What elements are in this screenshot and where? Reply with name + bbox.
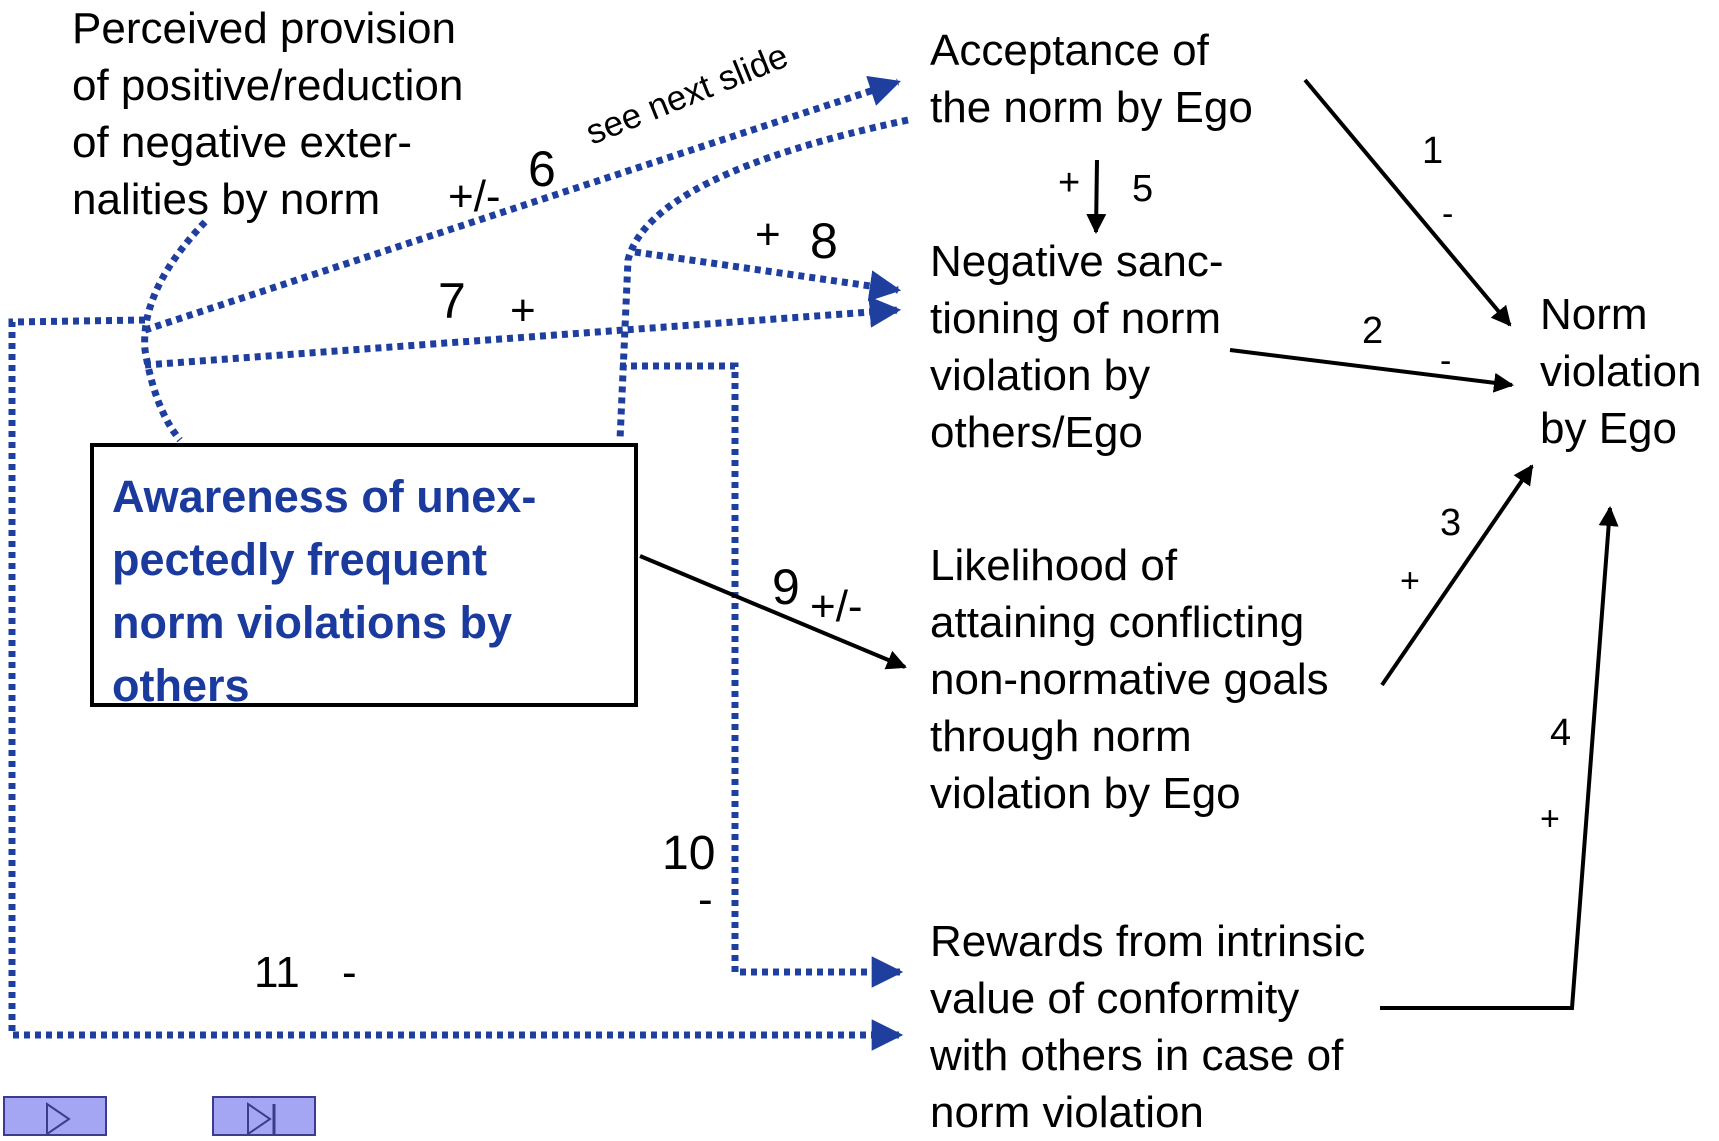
link-11-frame	[8, 316, 904, 1051]
edge-label-8-number: 8	[810, 213, 838, 269]
annotation-see-next-slide: see next slide	[580, 36, 793, 152]
link-6	[143, 75, 901, 334]
link-5	[1086, 159, 1107, 234]
edge-label-5-sign: +	[1058, 162, 1081, 204]
next-slide-button[interactable]	[3, 1096, 107, 1136]
node-awareness-of-violations: Awareness of unex- pectedly frequent nor…	[90, 443, 638, 711]
link-1	[1303, 78, 1512, 327]
node-negative-sanctioning: Negative sanc- tioning of norm violation…	[930, 237, 1224, 457]
edge-label-1-number: 1	[1422, 130, 1444, 172]
edge-label-4-number: 4	[1550, 712, 1572, 754]
edge-label-4-sign: +	[1540, 800, 1560, 838]
link-7	[144, 296, 902, 369]
edge-label-7-number: 7	[438, 273, 466, 329]
play-icon	[46, 1102, 71, 1136]
node-perceived-externalities: Perceived provision of positive/reductio…	[72, 4, 464, 224]
awareness-text: Awareness of unex- pectedly frequent nor…	[112, 471, 537, 711]
link-2	[1229, 348, 1514, 393]
edge-label-6-sign: +/-	[448, 172, 501, 221]
node-rewards-conformity: Rewards from intrinsic value of conformi…	[930, 917, 1366, 1137]
edge-label-8-sign: +	[755, 210, 781, 259]
node-likelihood-goals: Likelihood of attaining conflicting non-…	[930, 541, 1329, 818]
edge-label-5-number: 5	[1132, 168, 1154, 210]
link-3	[1380, 464, 1534, 687]
link-9	[639, 554, 907, 670]
edge-label-11-sign: -	[342, 948, 357, 997]
edge-label-6-number: 6	[528, 141, 556, 197]
edge-label-11-number: 11	[254, 948, 300, 997]
edge-label-10-number: 10	[662, 827, 716, 880]
edge-label-10-sign: -	[698, 875, 713, 924]
edge-label-9-sign: +/-	[810, 582, 863, 631]
link-10	[620, 362, 904, 988]
edge-label-9-number: 9	[772, 559, 800, 615]
edge-label-3-sign: +	[1400, 562, 1420, 600]
edge-label-7-sign: +	[510, 286, 536, 335]
skip-to-end-icon	[247, 1102, 276, 1136]
edge-label-2-sign: -	[1440, 342, 1452, 380]
link-awareness-curve	[616, 116, 909, 441]
link-4	[1380, 506, 1619, 1010]
last-slide-button[interactable]	[212, 1096, 316, 1136]
edge-label-3-number: 3	[1440, 502, 1462, 544]
node-acceptance-of-norm: Acceptance of the norm by Ego	[930, 26, 1253, 132]
link-8	[634, 248, 902, 302]
link-perceived-curve	[141, 219, 208, 443]
edge-label-2-number: 2	[1362, 310, 1384, 352]
node-norm-violation-by-ego: Norm violation by Ego	[1540, 290, 1702, 453]
edge-label-1-sign: -	[1442, 195, 1454, 233]
